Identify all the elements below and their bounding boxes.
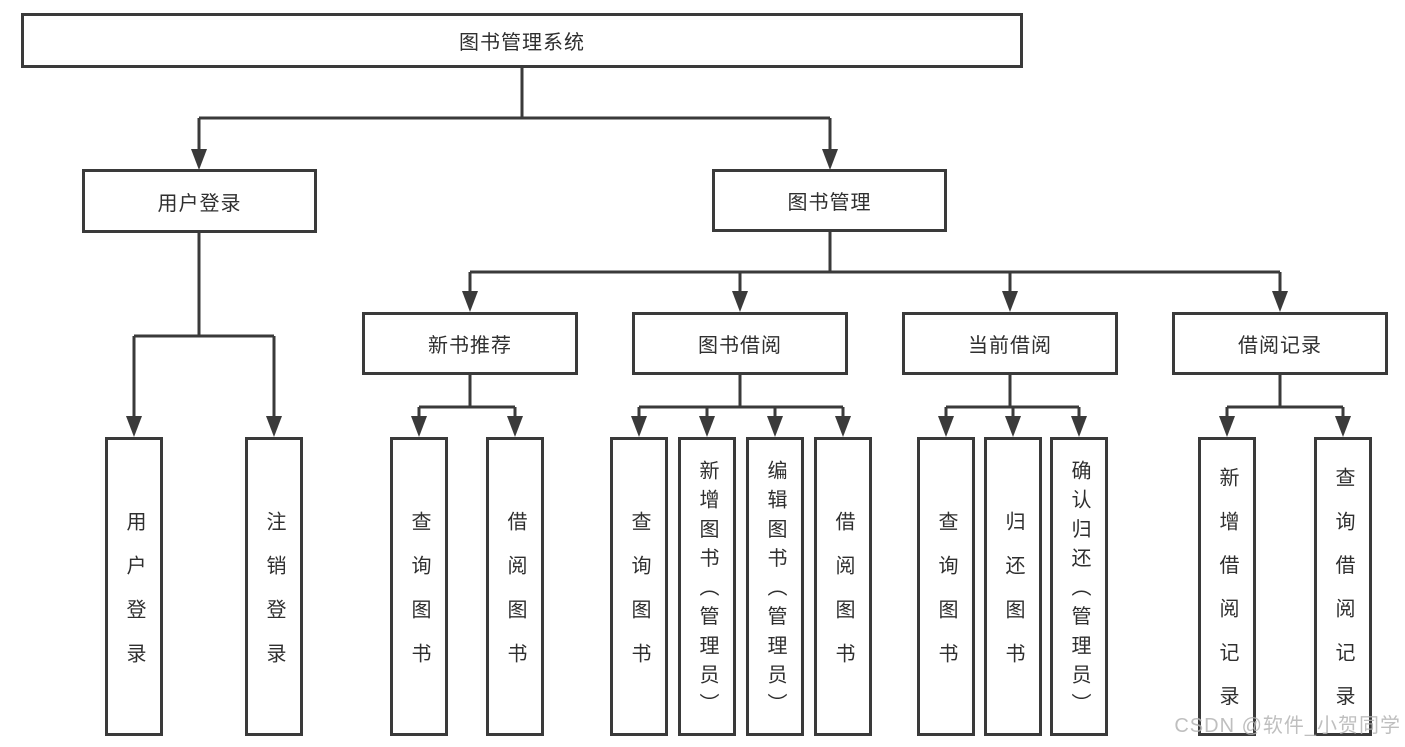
node-new-book-recommend: 新书推荐 bbox=[362, 312, 578, 375]
connector-user-login-to-leaves bbox=[126, 233, 282, 437]
node-query-books-1: 查询图书 bbox=[390, 437, 448, 736]
csdn-watermark: CSDN @软件_小贺同学 bbox=[1174, 715, 1401, 737]
connector-book-mgmt-to-level3 bbox=[462, 232, 1288, 312]
arrowhead bbox=[1272, 291, 1288, 312]
node-book-borrowing-label: 图书借阅 bbox=[698, 335, 782, 357]
node-user-login-label: 用户登录 bbox=[157, 192, 242, 215]
node-add-book-admin: 新增图书（管理员） bbox=[678, 437, 736, 736]
arrowhead bbox=[767, 416, 783, 437]
arrowhead bbox=[191, 149, 207, 170]
node-borrow-books-1: 借阅图书 bbox=[486, 437, 544, 736]
connector-new-book-to-leaves bbox=[411, 375, 523, 437]
node-query-books-3-label: 查询图书 bbox=[935, 510, 957, 687]
node-borrow-books-2: 借阅图书 bbox=[814, 437, 872, 736]
arrowhead bbox=[938, 416, 954, 437]
node-edit-book-admin-label: 编辑图书（管理员） bbox=[764, 460, 786, 723]
arrowhead bbox=[699, 416, 715, 437]
node-borrow-records: 借阅记录 bbox=[1172, 312, 1388, 375]
arrowhead bbox=[732, 291, 748, 312]
node-borrow-books-1-label: 借阅图书 bbox=[504, 510, 526, 687]
connector-book-borrow-to-leaves bbox=[631, 375, 851, 437]
arrowhead bbox=[1071, 416, 1087, 437]
arrowhead bbox=[411, 416, 427, 437]
node-logout-action-label: 注销登录 bbox=[263, 510, 285, 687]
node-library-management-system-label: 图书管理系统 bbox=[459, 32, 585, 54]
arrowhead bbox=[835, 416, 851, 437]
node-query-borrow-record: 查询借阅记录 bbox=[1314, 437, 1372, 736]
node-book-management-label: 图书管理 bbox=[787, 192, 872, 214]
arrowhead bbox=[1335, 416, 1351, 437]
node-add-borrow-record-label: 新增借阅记录 bbox=[1216, 467, 1238, 730]
node-confirm-return-admin: 确认归还（管理员） bbox=[1050, 437, 1108, 736]
arrowhead bbox=[462, 291, 478, 312]
node-new-book-recommend-label: 新书推荐 bbox=[428, 335, 512, 357]
node-logout-action: 注销登录 bbox=[245, 437, 303, 736]
node-user-login: 用户登录 bbox=[82, 169, 317, 233]
node-book-management: 图书管理 bbox=[712, 169, 947, 232]
connector-root-to-level2 bbox=[191, 68, 838, 170]
node-add-borrow-record: 新增借阅记录 bbox=[1198, 437, 1256, 736]
node-query-borrow-record-label: 查询借阅记录 bbox=[1332, 467, 1354, 730]
node-query-books-2-label: 查询图书 bbox=[628, 510, 650, 687]
node-current-borrowing: 当前借阅 bbox=[902, 312, 1118, 375]
arrowhead bbox=[507, 416, 523, 437]
node-user-login-action: 用户登录 bbox=[105, 437, 163, 736]
node-add-book-admin-label: 新增图书（管理员） bbox=[696, 460, 718, 723]
node-book-borrowing: 图书借阅 bbox=[632, 312, 848, 375]
node-current-borrowing-label: 当前借阅 bbox=[968, 335, 1052, 357]
node-user-login-action-label: 用户登录 bbox=[123, 510, 145, 687]
arrowhead bbox=[1005, 416, 1021, 437]
node-query-books-2: 查询图书 bbox=[610, 437, 668, 736]
connector-borrow-records-to-leaves bbox=[1219, 375, 1351, 437]
node-return-books: 归还图书 bbox=[984, 437, 1042, 736]
node-query-books-3: 查询图书 bbox=[917, 437, 975, 736]
node-borrow-books-2-label: 借阅图书 bbox=[832, 510, 854, 687]
arrowhead bbox=[1219, 416, 1235, 437]
node-query-books-1-label: 查询图书 bbox=[408, 510, 430, 687]
arrowhead bbox=[266, 416, 282, 437]
arrowhead bbox=[1002, 291, 1018, 312]
arrowhead bbox=[126, 416, 142, 437]
node-borrow-records-label: 借阅记录 bbox=[1238, 335, 1322, 357]
node-edit-book-admin: 编辑图书（管理员） bbox=[746, 437, 804, 736]
arrowhead bbox=[631, 416, 647, 437]
arrowhead bbox=[822, 149, 838, 170]
node-library-management-system: 图书管理系统 bbox=[21, 13, 1023, 68]
connector-current-borrow-to-leaves bbox=[938, 375, 1087, 437]
node-return-books-label: 归还图书 bbox=[1002, 510, 1024, 687]
node-confirm-return-admin-label: 确认归还（管理员） bbox=[1068, 460, 1090, 723]
